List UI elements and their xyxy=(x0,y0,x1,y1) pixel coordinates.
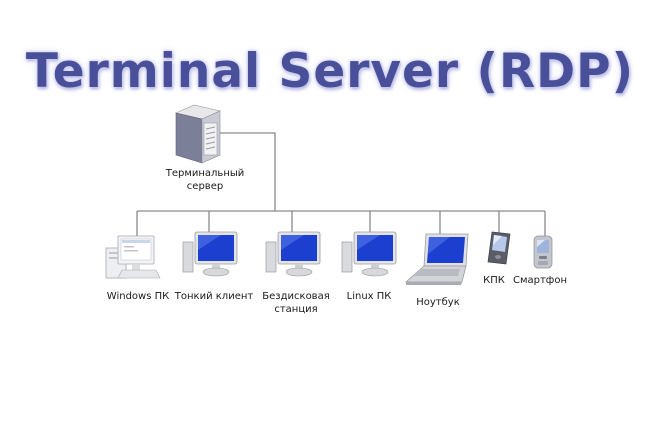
server-tower-icon xyxy=(172,103,224,165)
client-label-pda: КПК xyxy=(483,275,505,286)
server-uplink-line xyxy=(220,132,276,211)
server-label: Терминальный сервер xyxy=(160,167,250,193)
client-label-thin-client: Тонкий клиент xyxy=(174,291,254,302)
server-label-line1: Терминальный xyxy=(165,168,245,179)
client-label-laptop: Ноутбук xyxy=(416,297,460,308)
windows-pc-icon xyxy=(104,234,164,280)
thin-client-icon xyxy=(181,230,241,278)
laptop-icon xyxy=(404,232,474,286)
diagram-title: Terminal Server (RDP) xyxy=(25,44,635,99)
smartphone-icon xyxy=(531,234,557,270)
server-label-line2: сервер xyxy=(186,181,224,192)
diskless-station-icon xyxy=(264,230,324,278)
linux-pc-icon xyxy=(340,230,400,278)
client-label-diskless: Бездисковая станция xyxy=(262,291,330,315)
client-label-linux: Linux ПК xyxy=(346,291,392,302)
client-label-windows: Windows ПК xyxy=(106,291,170,302)
client-label-smartphone: Смартфон xyxy=(512,275,568,286)
pda-icon xyxy=(484,230,514,266)
